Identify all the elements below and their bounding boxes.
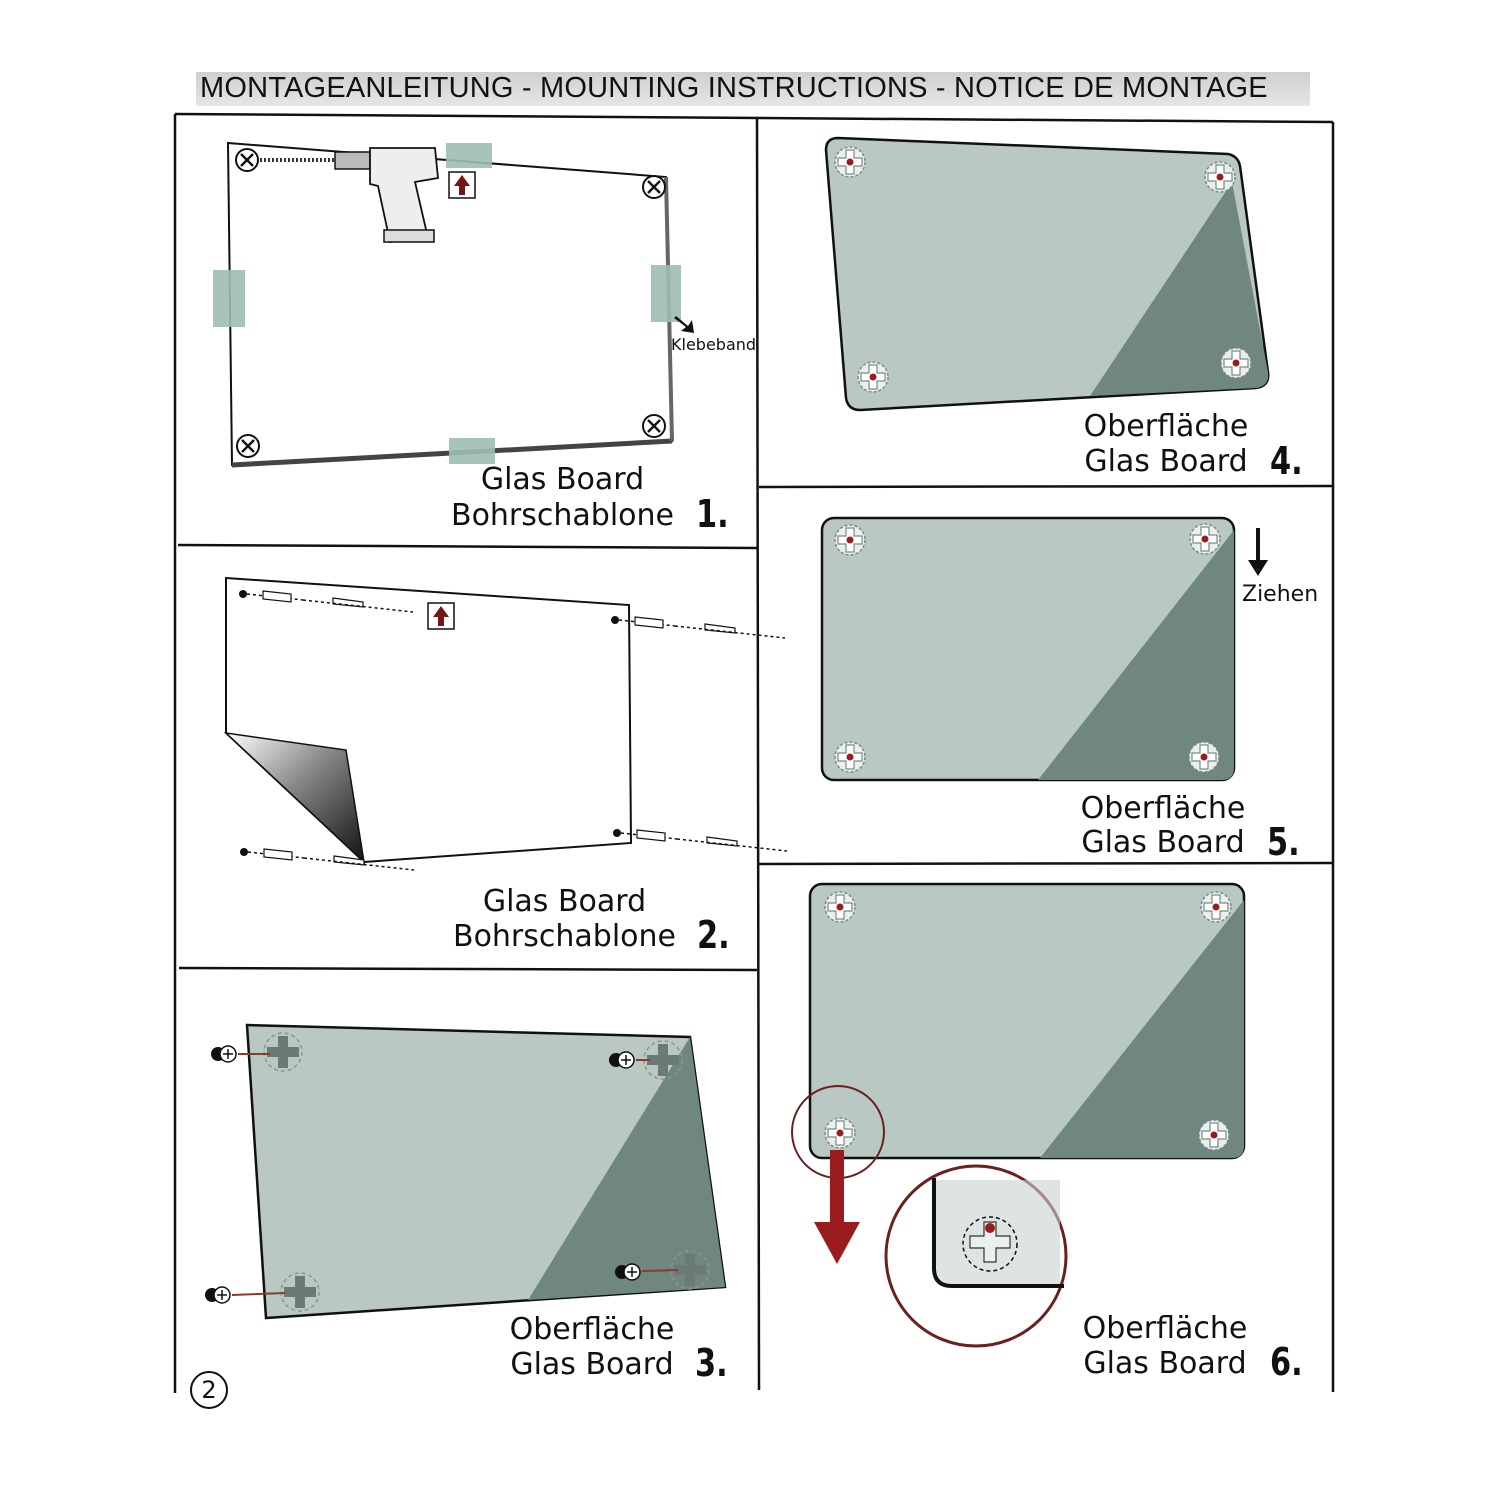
step5-caption-line2: Glas Board bbox=[1081, 825, 1245, 860]
page-title: MONTAGEANLEITUNG - MOUNTING INSTRUCTIONS… bbox=[200, 72, 1268, 104]
step5-pull-label: Ziehen bbox=[1242, 582, 1319, 607]
step5-illustration bbox=[820, 516, 1268, 782]
title-background bbox=[196, 72, 1310, 106]
panel-grid bbox=[173, 112, 1335, 1393]
step4-caption-line1: Oberfläche bbox=[1083, 409, 1249, 444]
step2-number: 2. bbox=[697, 913, 730, 957]
step1-tape-label: Klebeband bbox=[671, 335, 757, 354]
step3-caption-line1: Oberfläche bbox=[509, 1312, 675, 1347]
step3-caption-line2: Glas Board bbox=[510, 1347, 674, 1382]
page-number: 2 bbox=[190, 1371, 228, 1409]
step5-caption-line1: Oberfläche bbox=[1080, 791, 1246, 826]
step4-illustration bbox=[824, 136, 1270, 412]
step4-caption-line2: Glas Board bbox=[1084, 444, 1248, 479]
step5-number: 5. bbox=[1267, 820, 1300, 864]
step2-caption-line2: Bohrschablone bbox=[452, 919, 676, 954]
step6-illustration bbox=[791, 882, 1246, 1348]
step1-illustration bbox=[213, 141, 694, 468]
step6-caption-line1: Oberfläche bbox=[1082, 1311, 1248, 1346]
step1-number: 1. bbox=[696, 492, 729, 536]
step2-illustration bbox=[223, 576, 788, 871]
step1-caption-line1: Glas Board bbox=[480, 462, 645, 497]
step3-illustration bbox=[204, 1023, 727, 1320]
step2-caption-line1: Glas Board bbox=[482, 884, 647, 919]
step1-caption-line2: Bohrschablone bbox=[450, 498, 674, 533]
step4-number: 4. bbox=[1270, 439, 1303, 483]
step3-number: 3. bbox=[695, 1341, 728, 1385]
step6-caption-line2: Glas Board bbox=[1083, 1346, 1247, 1381]
step6-number: 6. bbox=[1270, 1340, 1303, 1384]
